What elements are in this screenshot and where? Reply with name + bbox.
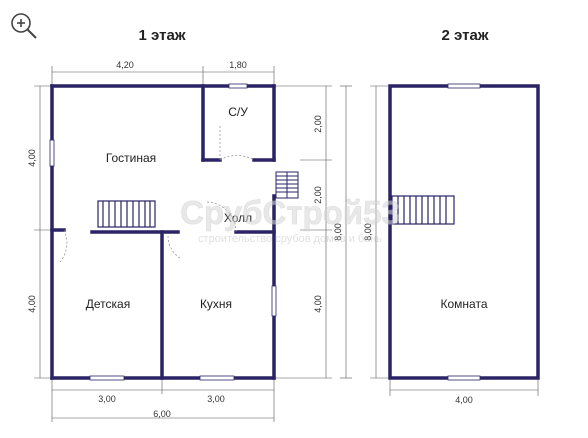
dim-left-upper: 4,00 [27, 149, 37, 167]
floor1-dimension-labels: 4,20 1,80 4,00 4,00 3,00 3,00 6,00 2,00 … [27, 60, 343, 419]
floor1-stairs [97, 200, 156, 228]
dim-floor2-bottom: 4,00 [455, 395, 473, 405]
dim-right-middle: 2,00 [313, 186, 323, 204]
dim-bottom-right: 3,00 [207, 394, 225, 404]
watermark-brand: СрубСтрой53 [180, 194, 400, 231]
floor1-dimension-lines [34, 66, 352, 422]
floor1-room-labels: Гостиная С/У Холл Детская Кухня [86, 105, 252, 311]
dim-bottom-left: 3,00 [98, 394, 116, 404]
room-living: Гостиная [106, 151, 156, 165]
floor2-dimension-labels: 8,00 4,00 [363, 223, 473, 405]
room-floor2: Комната [441, 297, 488, 311]
floor2-title: 2 этаж [442, 27, 489, 44]
floor2-walls [388, 84, 540, 380]
watermark-tagline: строительство срубов домов и бань [198, 233, 382, 245]
floor1-windows [49, 83, 277, 381]
room-kitchen: Кухня [200, 297, 232, 311]
room-kids: Детская [86, 297, 130, 311]
floor2-dimension-lines [370, 85, 539, 396]
floor1-walls [50, 84, 276, 380]
dim-floor2-left: 8,00 [363, 223, 373, 241]
floor1-title: 1 этаж [139, 27, 186, 44]
room-hall: Холл [224, 211, 252, 225]
dim-right-total: 8,00 [333, 223, 343, 241]
dim-right-lower: 4,00 [313, 295, 323, 313]
dim-bottom-total: 6,00 [153, 409, 171, 419]
floor2-windows [447, 83, 481, 381]
floor1-doors [59, 126, 255, 263]
room-wc: С/У [228, 105, 248, 119]
dim-right-upper: 2,00 [313, 115, 323, 133]
zoom-in-icon [11, 13, 37, 39]
entrance-stairs [275, 171, 299, 199]
dim-left-lower: 4,00 [27, 295, 37, 313]
dim-top-left: 4,20 [116, 60, 134, 70]
dim-top-right: 1,80 [229, 60, 247, 70]
zoom-in-button[interactable] [8, 10, 42, 42]
watermark: СрубСтрой53 строительство срубов домов и… [180, 194, 400, 245]
floor2-stairs [391, 195, 455, 225]
